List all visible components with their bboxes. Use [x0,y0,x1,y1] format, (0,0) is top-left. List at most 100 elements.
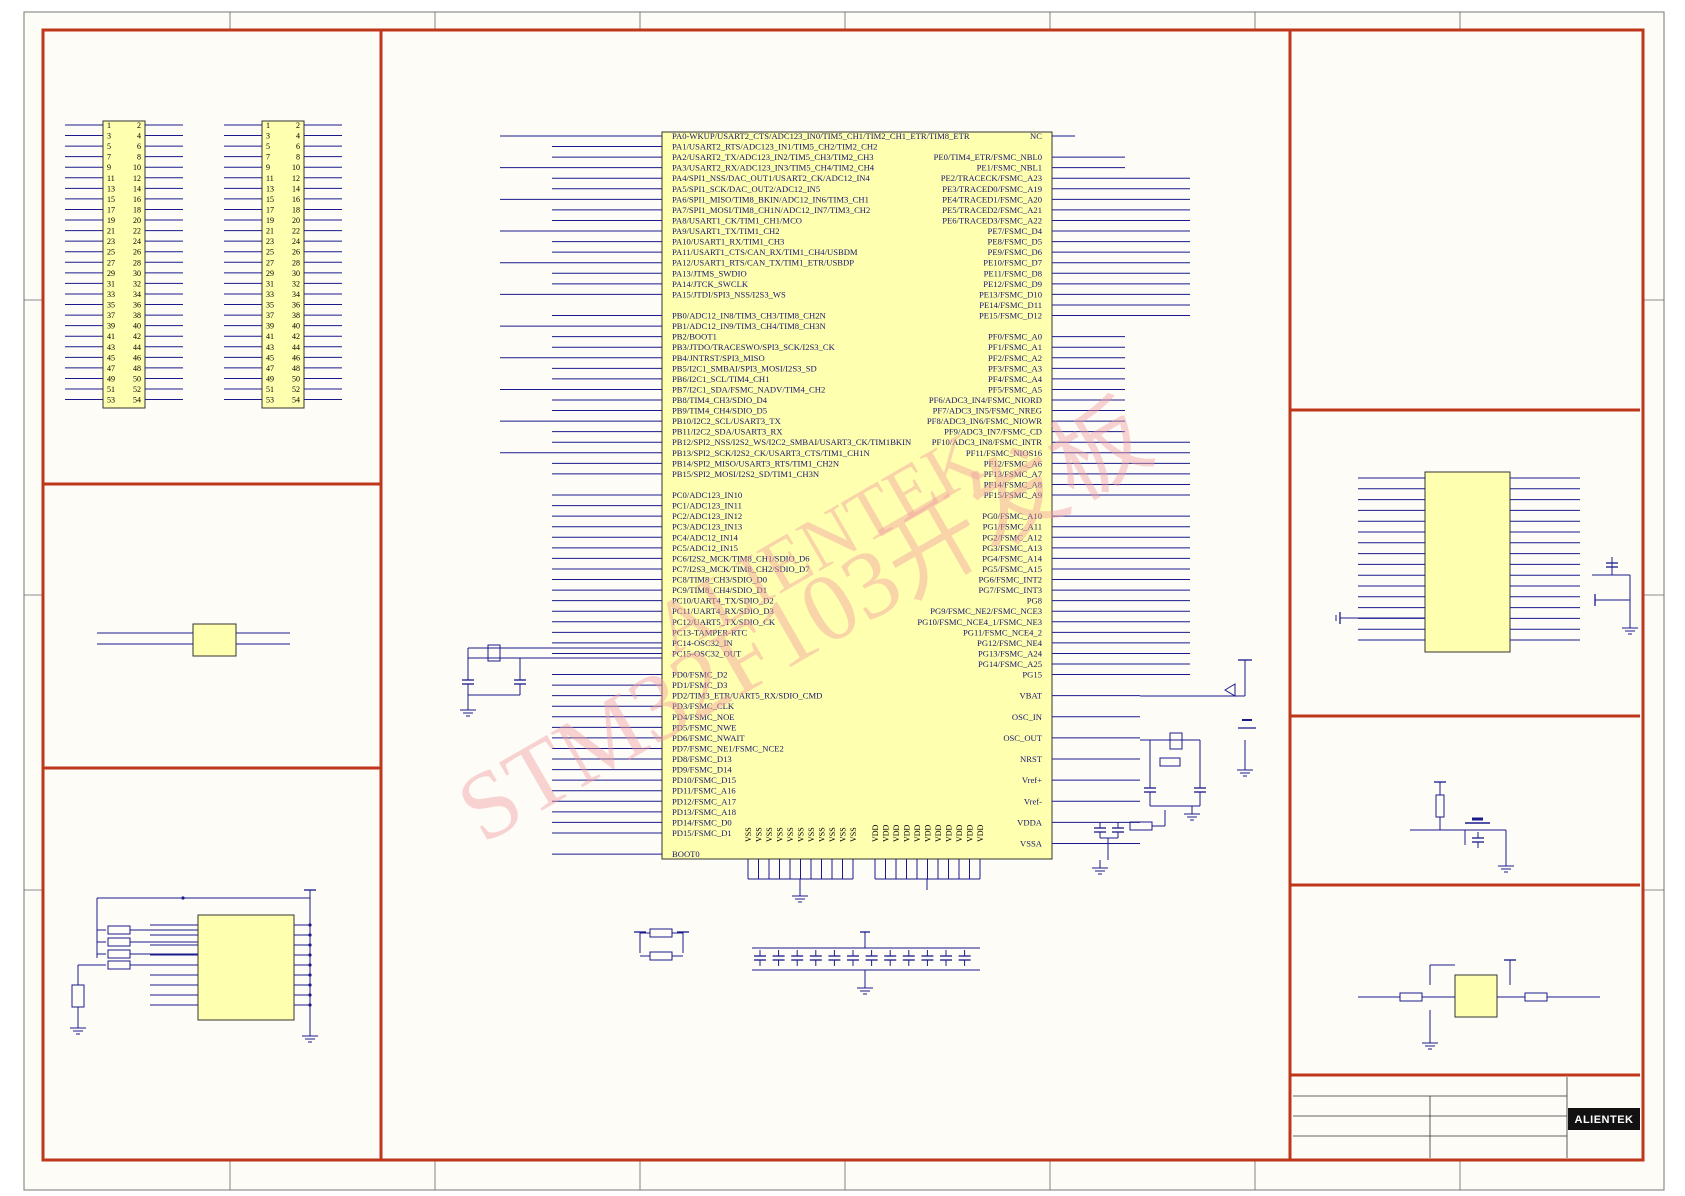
vdd-pin-label: VDD [955,824,964,842]
peripheral-circuits [70,471,1638,1050]
header-pin-number: 19 [107,216,115,225]
mcu-pin-label: OSC_OUT [1003,733,1042,743]
header-pin-number: 46 [292,353,300,362]
mcu-pin-label: PE2/TRACECK/FSMC_A23 [941,173,1042,183]
mcu-pin-label: PG0/FSMC_A10 [982,511,1042,521]
header-pin-number: 37 [107,311,115,320]
header-pin-number: 25 [266,248,274,257]
ground-symbol [1092,860,1108,875]
header-pin-number: 29 [107,269,115,278]
ground-symbol [1498,858,1514,873]
header-pin-number: 12 [133,174,141,183]
capacitor [1112,822,1124,838]
header-pin-number: 17 [266,205,274,214]
capacitor [1094,822,1106,838]
mcu-pin-label: PC0/ADC123_IN10 [672,490,742,500]
header-pin-number: 20 [292,216,300,225]
vss-pin-label: VSS [744,827,753,842]
header-pin-number: 9 [266,163,270,172]
mcu-pin-label: Vref- [1024,796,1042,806]
mcu-pin-label: PC12/UART5_TX/SDIO_CK [672,617,776,627]
mcu-pin-label: PB2/BOOT1 [672,332,717,342]
ground-symbol [1184,806,1200,821]
mcu-pin-label: PF12/FSMC_A6 [984,458,1043,468]
mcu-pin-label: PD14/FSMC_D0 [672,817,732,827]
mcu-pin-label: PG8 [1027,596,1042,606]
mcu-pin-label: PG12/FSMC_NE4 [977,638,1043,648]
mcu-pin-label: PF13/FSMC_A7 [984,469,1043,479]
mcu-pin-label: PB5/I2C1_SMBAI/SPI3_MOSI/I2S3_SD [672,363,817,373]
mcu-pin-label: PB3/JTDO/TRACESWO/SPI3_SCK/I2S3_CK [672,342,836,352]
mcu-pin-label: PD2/TIM3_ETR/UART5_RX/SDIO_CMD [672,691,822,701]
mcu-pin-label: PF7/ADC3_IN5/FSMC_NREG [933,406,1042,416]
vdd-pin-label: VDD [903,824,912,842]
capacitor [809,950,822,966]
header-pin-number: 47 [266,364,274,373]
header-pin-number: 2 [296,121,300,130]
diode [1224,683,1236,697]
mcu-pin-label: PG3/FSMC_A13 [982,543,1042,553]
eeprom-ic-body [197,914,295,1021]
mcu-pin-label: PA15/JTDI/SPI3_NSS/I2S3_WS [672,289,786,299]
vdd-pin-label: VDD [913,824,922,842]
header-pin-number: 49 [266,374,274,383]
capacitor [884,950,897,966]
header-pin-number: 48 [133,364,141,373]
header-pin-number: 3 [107,132,111,141]
ground-symbol [70,1020,86,1035]
ground-symbol [857,980,873,995]
mcu-pin-label: PC10/UART4_TX/SDIO_D2 [672,596,774,606]
capacitor [902,950,915,966]
mcu-pin-label: PG7/FSMC_INT3 [978,585,1042,595]
header-pin-number: 32 [292,279,300,288]
mcu-right-pins: NCPE0/TIM4_ETR/FSMC_NBL0PE1/FSMC_NBL1PE2… [917,131,1190,849]
mcu-pin-label: PC13-TAMPER-RTC [672,627,747,637]
capacitor [1472,832,1484,848]
header-pin-number: 50 [292,374,300,383]
small-ic-body [192,623,237,657]
vss-pin-label: VSS [839,827,848,842]
header-pin-number: 5 [266,142,270,151]
header-pin-number: 19 [266,216,274,225]
header-pin-number: 40 [133,322,141,331]
header-pin-number: 27 [107,258,115,267]
vss-pin-label: VSS [765,827,774,842]
mcu-pin-label: VSSA [1020,839,1043,849]
vdd-pin-label: VDD [966,824,975,842]
vdd-pin-label: VDD [871,824,880,842]
header-pin-number: 46 [133,353,141,362]
header-pin-number: 11 [266,174,274,183]
mcu-pin-label: PA9/USART1_TX/TIM1_CH2 [672,226,780,236]
header-pin-number: 34 [133,290,141,299]
mcu-pin-label: PC4/ADC12_IN14 [672,532,739,542]
mcu-pin-label: PG2/FSMC_A12 [982,532,1042,542]
mcu-pin-label: PA4/SPI1_NSS/DAC_OUT1/USART2_CK/ADC12_IN… [672,173,871,183]
vss-pin-label: VSS [786,827,795,842]
mcu-pin-label: PE15/FSMC_D12 [979,311,1042,321]
mcu-pin-label: PF2/FSMC_A2 [988,353,1042,363]
vss-pin-label: VSS [828,827,837,842]
header-pin-number: 1 [107,121,111,130]
mcu-pin-label: PE9/FSMC_D6 [988,247,1043,257]
mcu-pin-label: PB10/I2C2_SCL/USART3_TX [672,416,782,426]
alientek-logo [1568,1108,1640,1130]
mcu-pin-label: PA14/JTCK_SWCLK [672,279,749,289]
mcu-pin-label: PC15-OSC32_OUT [672,648,742,658]
mcu-pin-label: PC3/ADC123_IN13 [672,522,742,532]
vss-pin-label: VSS [797,827,806,842]
header-pin-number: 53 [266,396,274,405]
mcu-pin-label: VBAT [1020,691,1043,701]
mcu-pin-label: PC11/UART4_RX/SDIO_D3 [672,606,774,616]
mcu-pin-label: PE11/FSMC_D8 [984,268,1042,278]
header-pin-number: 37 [266,311,274,320]
header-pin-number: 5 [107,142,111,151]
mcu-pin-label: OSC_IN [1012,712,1043,722]
mcu-pin-label: PB12/SPI2_NSS/I2S2_WS/I2C2_SMBAI/USART3_… [672,437,912,447]
vss-pin-label: VSS [776,827,785,842]
mcu-stm32f103-body [661,131,1053,860]
mcu-pin-label: PG13/FSMC_A24 [978,648,1043,658]
zone-marks [24,12,1664,1190]
mcu-pin-label: PG6/FSMC_INT2 [978,575,1042,585]
header-pin-number: 4 [137,132,141,141]
